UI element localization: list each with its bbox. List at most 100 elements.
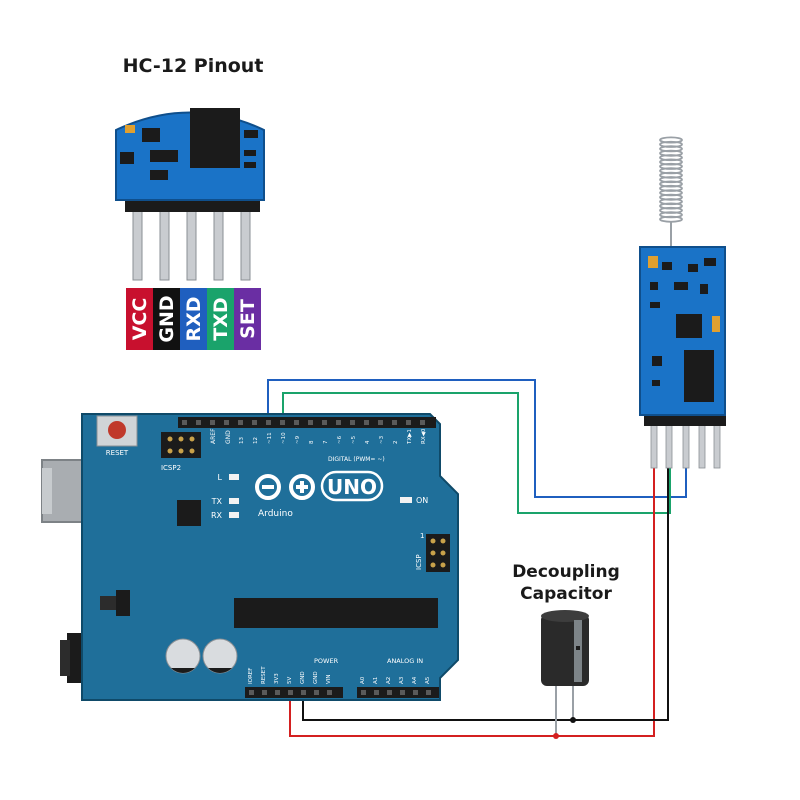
digital-header	[178, 417, 436, 428]
wire-green-rx	[282, 392, 671, 514]
header-hole	[400, 690, 405, 695]
pin-label: GND	[313, 671, 319, 684]
wire-blue-tx	[267, 379, 687, 498]
header-hole	[252, 420, 257, 425]
icsp-header	[426, 534, 450, 572]
icsp2-header	[161, 432, 201, 458]
pin-label: A5	[425, 676, 431, 684]
header-hole	[350, 420, 355, 425]
decoupling-capacitor	[541, 610, 589, 686]
led-rx-label: RX	[211, 511, 223, 520]
hc12-module-pins	[650, 419, 721, 469]
pin-label-set: SET	[234, 288, 261, 350]
header-hole	[262, 690, 267, 695]
header-hole	[196, 420, 201, 425]
pin-label: 3V3	[274, 673, 280, 684]
header-hole	[266, 420, 271, 425]
led-l-label: L	[218, 473, 223, 482]
pin-label: VIN	[326, 675, 332, 685]
header-hole	[249, 690, 254, 695]
led-l	[229, 474, 239, 480]
arduino-logo-icon	[255, 474, 315, 500]
digital-label: DIGITAL (PWM= ~)	[328, 456, 385, 463]
pin-label: ~5	[351, 435, 357, 444]
pin-label: ~3	[379, 435, 385, 444]
led-tx-label: TX	[211, 497, 223, 506]
digital-pin-labels: 13 12 ~11 ~10 ~9 8 7 ~6 ~5 4 ~3 2 TX▶1 RX◀0	[239, 428, 427, 445]
usb-chip	[177, 500, 201, 526]
pin-label: A2	[386, 677, 392, 684]
atmega-chip	[234, 598, 438, 628]
power-label: POWER	[314, 657, 339, 665]
header-hole	[280, 420, 285, 425]
onboard-capacitors	[165, 638, 238, 674]
led-rx	[229, 512, 239, 518]
pin-label: 5V	[287, 677, 293, 684]
header-hole	[275, 690, 280, 695]
pin-label: GND	[300, 671, 306, 684]
antenna-spring-icon	[659, 136, 683, 223]
pin-label-txd: TXD	[207, 288, 234, 350]
analog-label: ANALOG IN	[387, 657, 423, 665]
pin-label-gnd-text: GND	[156, 295, 178, 342]
wire-red-vcc	[289, 455, 655, 737]
pin-label-rxd: RXD	[180, 288, 207, 350]
analog-header	[357, 687, 439, 698]
pin-label: A1	[373, 677, 379, 684]
header-hole	[378, 420, 383, 425]
pin-label: 13	[239, 437, 245, 444]
pin-label: 7	[323, 440, 329, 444]
antenna-coil	[659, 215, 683, 223]
arduino-brand-text: Arduino	[258, 509, 293, 519]
power-header	[245, 687, 343, 698]
header-hole	[314, 690, 319, 695]
pin-label: TX▶1	[407, 429, 413, 445]
hc12-pin-labels: VCC GND RXD TXD SET	[126, 288, 261, 350]
pin-label: 2	[393, 441, 399, 445]
header-hole	[294, 420, 299, 425]
reset-label: RESET	[106, 449, 129, 457]
uno-logo-text: UNO	[327, 475, 377, 499]
pin-label: RX◀0	[421, 428, 427, 444]
icsp-pin1-label: 1	[420, 532, 424, 540]
header-hole	[336, 420, 341, 425]
led-tx	[229, 498, 239, 504]
wires	[267, 379, 687, 739]
header-hole	[420, 420, 425, 425]
pin-label-gnd: GND	[153, 288, 180, 350]
capacitor-label-line2: Capacitor	[520, 584, 612, 604]
header-hole	[426, 690, 431, 695]
pin-label-vcc-text: VCC	[129, 298, 151, 341]
pin-label: ~10	[281, 432, 287, 444]
pin-label: ~6	[337, 435, 343, 444]
pin-label: ~9	[295, 435, 301, 444]
pin-label: A0	[360, 676, 366, 684]
header-hole	[392, 420, 397, 425]
pin-label: 4	[365, 440, 371, 444]
pin-label: A3	[399, 676, 405, 684]
pinout-title: HC-12 Pinout	[123, 55, 264, 77]
icsp-label: ICSP	[415, 554, 423, 570]
header-hole	[322, 420, 327, 425]
pin-label: ~11	[267, 432, 273, 444]
header-hole	[288, 690, 293, 695]
pin-label-rxd-text: RXD	[183, 296, 205, 341]
pin-label: A4	[412, 676, 418, 684]
pin-label-txd-text: TXD	[210, 297, 232, 340]
pin-label: IOREF	[248, 668, 254, 684]
header-hole	[301, 690, 306, 695]
header-hole	[387, 690, 392, 695]
led-on-label: ON	[416, 496, 428, 505]
wire-black-gnd	[302, 455, 669, 721]
icsp2-label: ICSP2	[161, 464, 181, 472]
aref-label: AREF	[210, 428, 217, 444]
header-hole	[238, 420, 243, 425]
hc12-module	[639, 136, 726, 469]
pin-label: 8	[309, 440, 315, 444]
header-hole	[308, 420, 313, 425]
analog-pin-labels: A0 A1 A2 A3 A4 A5	[360, 676, 431, 684]
pin-label: 12	[253, 437, 259, 444]
capacitor-label-line1: Decoupling	[512, 562, 620, 582]
